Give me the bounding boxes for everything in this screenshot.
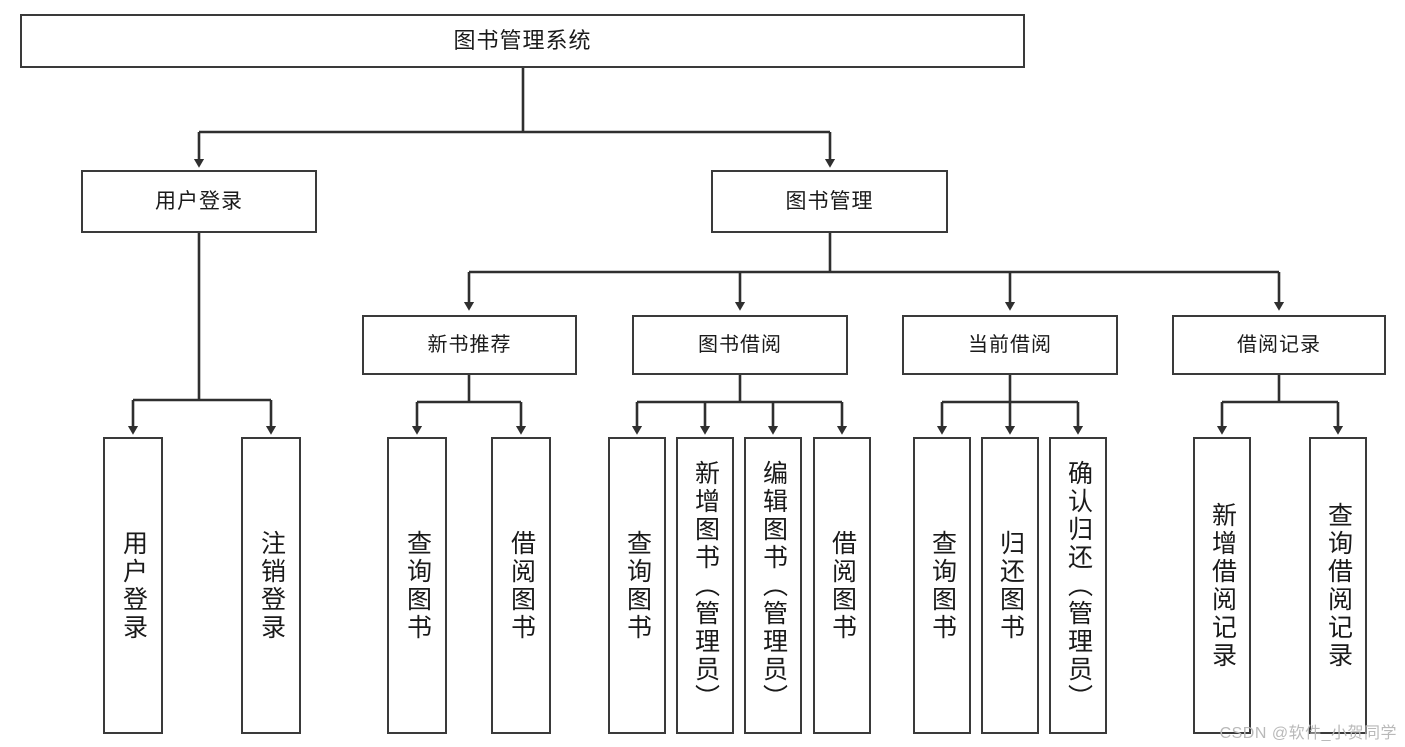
leaf-borrow-record-query[interactable]: 查询借阅记录: [1309, 437, 1367, 734]
leaf-label: 新增借阅记录: [1208, 501, 1237, 670]
leaf-user-login-logout[interactable]: 注销登录: [241, 437, 301, 734]
node-new-book[interactable]: 新书推荐: [362, 315, 577, 375]
leaf-label: 查询图书: [403, 529, 432, 642]
leaf-new-book-borrow[interactable]: 借阅图书: [491, 437, 551, 734]
leaf-borrow-book-borrow[interactable]: 借阅图书: [813, 437, 871, 734]
leaf-label: 查询借阅记录: [1324, 501, 1353, 670]
leaf-new-book-query[interactable]: 查询图书: [387, 437, 447, 734]
leaf-label: 注销登录: [257, 529, 286, 642]
leaf-label: 确认归还（管理员）: [1064, 459, 1093, 712]
leaf-borrow-book-query[interactable]: 查询图书: [608, 437, 666, 734]
node-borrow-record-label: 借阅记录: [1237, 334, 1321, 356]
leaf-current-borrow-query[interactable]: 查询图书: [913, 437, 971, 734]
leaf-label: 编辑图书（管理员）: [759, 459, 788, 712]
leaf-current-borrow-confirm[interactable]: 确认归还（管理员）: [1049, 437, 1107, 734]
leaf-label: 借阅图书: [507, 529, 536, 642]
node-new-book-label: 新书推荐: [427, 334, 512, 356]
node-book-manage[interactable]: 图书管理: [711, 170, 948, 233]
leaf-label: 新增图书（管理员）: [691, 459, 720, 712]
node-book-manage-label: 图书管理: [785, 189, 874, 213]
node-current-borrow-label: 当前借阅: [968, 334, 1052, 356]
leaf-current-borrow-return[interactable]: 归还图书: [981, 437, 1039, 734]
leaf-label: 借阅图书: [828, 529, 857, 642]
leaf-borrow-book-add[interactable]: 新增图书（管理员）: [676, 437, 734, 734]
watermark: CSDN @软件_小贺同学: [1219, 725, 1397, 742]
node-borrow-book-label: 图书借阅: [698, 334, 782, 356]
node-borrow-book[interactable]: 图书借阅: [632, 315, 848, 375]
node-current-borrow[interactable]: 当前借阅: [902, 315, 1118, 375]
leaf-user-login-login[interactable]: 用户登录: [103, 437, 163, 734]
leaf-label: 归还图书: [996, 529, 1025, 642]
node-borrow-record[interactable]: 借阅记录: [1172, 315, 1386, 375]
node-user-login[interactable]: 用户登录: [81, 170, 317, 233]
node-root[interactable]: 图书管理系统: [20, 14, 1025, 68]
leaf-label: 查询图书: [623, 529, 652, 642]
leaf-borrow-record-add[interactable]: 新增借阅记录: [1193, 437, 1251, 734]
leaf-borrow-book-edit[interactable]: 编辑图书（管理员）: [744, 437, 802, 734]
leaf-label: 查询图书: [928, 529, 957, 642]
node-user-login-label: 用户登录: [155, 189, 243, 213]
node-root-label: 图书管理系统: [453, 27, 592, 53]
leaf-label: 用户登录: [119, 529, 148, 642]
